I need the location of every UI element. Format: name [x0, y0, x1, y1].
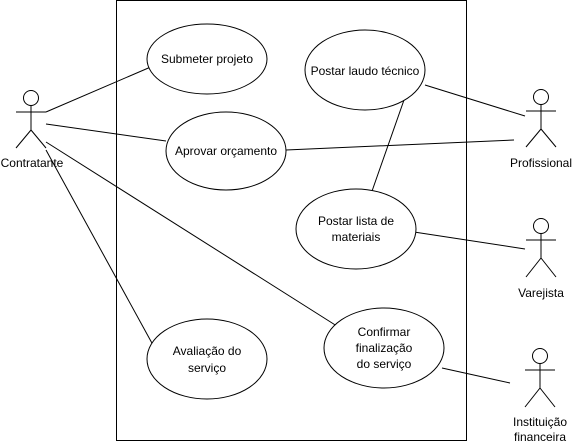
assoc-laudo-profissional [424, 84, 526, 117]
assoc-lista-varejista [413, 231, 526, 250]
use-case-label-line1: Confirmar [358, 325, 411, 339]
stick-figure-icon [15, 90, 47, 149]
use-case-ellipse [304, 29, 426, 111]
use-case-confirmar-finalizacao[interactable]: Confirmar finalização do serviço [323, 307, 445, 389]
use-case-aprovar-orcamento[interactable]: Aprovar orçamento [165, 111, 287, 191]
actor-varejista[interactable]: Varejista [518, 218, 564, 301]
actor-contratante[interactable]: Contratante [1, 90, 64, 171]
use-case-ellipse [295, 188, 417, 270]
stick-figure-icon [525, 218, 557, 278]
use-case-label-line2: serviço [188, 361, 226, 375]
system-boundary [116, 0, 467, 441]
stick-figure-icon [525, 89, 557, 148]
actor-profissional[interactable]: Profissional [510, 89, 572, 171]
actor-label-line1: Instituição [513, 415, 567, 429]
use-case-submeter-projeto[interactable]: Submeter projeto [146, 23, 268, 95]
use-case-label: Postar laudo técnico [311, 64, 420, 78]
use-case-label-line2: finalização [356, 341, 413, 355]
stick-figure-icon [524, 348, 556, 408]
assoc-contratante-aprovar [45, 123, 167, 142]
use-case-label: Submeter projeto [161, 52, 253, 66]
use-case-ellipse [323, 307, 445, 389]
use-case-label-line1: Avaliação do [173, 344, 242, 358]
assoc-confirmar-instituicao [441, 367, 511, 384]
assoc-contratante-submeter [45, 65, 154, 113]
associations [45, 65, 526, 384]
use-case-label-line3: do serviço [357, 357, 412, 371]
assoc-aprovar-profissional [285, 139, 515, 151]
assoc-contratante-confirmar [45, 141, 341, 329]
assoc-contratante-avaliacao [45, 149, 154, 346]
actor-instituicao-financeira[interactable]: Instituição financeira [513, 348, 567, 445]
use-case-postar-laudo[interactable]: Postar laudo técnico [304, 29, 426, 111]
use-case-ellipse [146, 23, 268, 95]
use-case-avaliacao-servico[interactable]: Avaliação do serviço [146, 318, 268, 400]
actor-label: Varejista [518, 286, 564, 300]
use-case-ellipse [165, 111, 287, 191]
actor-label: Contratante [1, 156, 64, 170]
use-case-postar-lista[interactable]: Postar lista de materiais [295, 188, 417, 270]
actor-label: Profissional [510, 156, 572, 170]
assoc-laudo-lista [370, 99, 405, 195]
use-case-label-line2: materiais [332, 230, 381, 244]
actor-label-line2: financeira [514, 430, 566, 444]
use-case-label-line1: Postar lista de [318, 214, 394, 228]
use-case-ellipse [146, 318, 268, 400]
use-case-label: Aprovar orçamento [175, 144, 277, 158]
